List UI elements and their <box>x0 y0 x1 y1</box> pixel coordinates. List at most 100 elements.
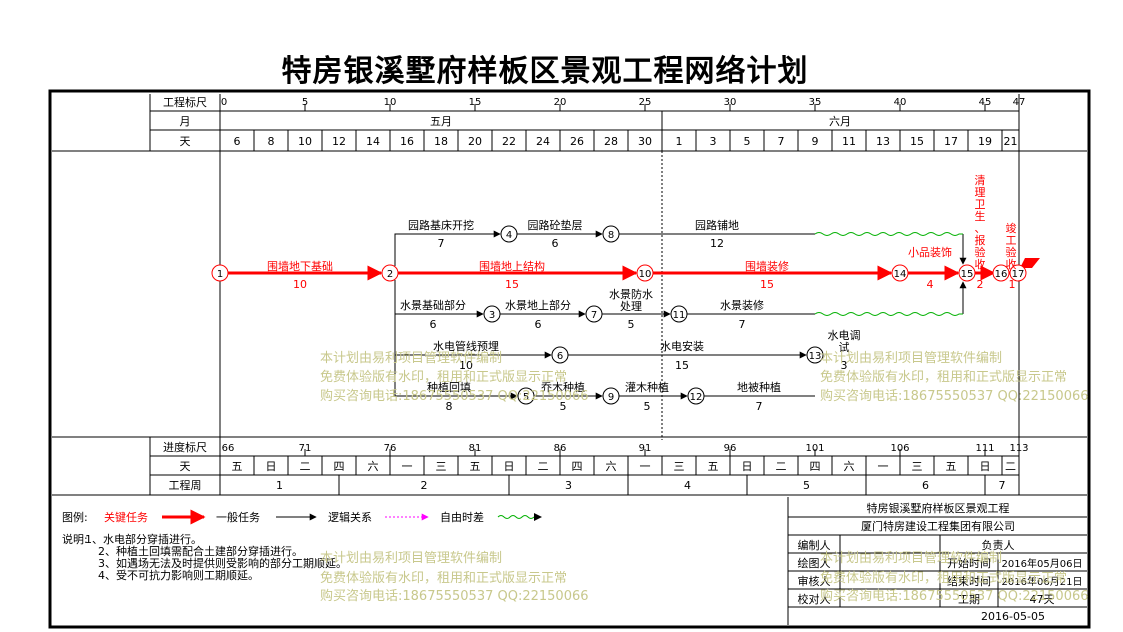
tb-company: 厦门特房建设工程集团有限公司 <box>861 519 1015 533</box>
watermark-line: 免费体验版有水印，租用和正式版显示正常 <box>320 369 567 385</box>
weekday-cell: 五 <box>470 460 481 473</box>
day-cell: 22 <box>502 135 516 148</box>
task-duration: 7 <box>739 318 746 331</box>
watermark-line: 免费体验版有水印，租用和正式版显示正常 <box>820 369 1067 385</box>
task-duration: 7 <box>756 400 763 413</box>
day-cell: 16 <box>400 135 414 148</box>
watermark-line: 本计划由易利项目管理软件编制 <box>320 351 502 366</box>
task-name: 园路铺地 <box>695 219 739 232</box>
task-labels: 围墙地下基础 10 围墙地上结构 15 围墙装修 15 小品装饰 4 2 1 园… <box>267 218 1016 413</box>
day-cell: 17 <box>944 135 958 148</box>
progress-tick-label: 106 <box>890 443 909 454</box>
notes: 说明: 1、水电部分穿插进行。 2、种植土回填需配合土建部分穿插进行。 3、如遇… <box>62 532 347 582</box>
scale-tick-label: 47 <box>1013 97 1026 108</box>
weekday-cell: 四 <box>810 460 821 473</box>
week-cell: 2 <box>421 479 428 492</box>
weekday-cell: 二 <box>776 460 787 473</box>
node-label: 6 <box>557 351 563 362</box>
task-duration: 7 <box>438 237 445 250</box>
task-name: 种植回填 <box>427 380 471 394</box>
day-cell: 3 <box>710 135 717 148</box>
tb-duration-value: 47天 <box>1030 593 1055 606</box>
task-duration: 6 <box>552 237 559 250</box>
network-node <box>500 225 518 243</box>
node-label: 3 <box>489 310 495 321</box>
finish-flag-icon <box>1020 258 1040 268</box>
scale-tick-label: 25 <box>639 97 652 108</box>
legend-logic-label: 逻辑关系 <box>328 510 372 524</box>
weekday-cell: 日 <box>980 460 991 473</box>
free-float-edges <box>814 232 963 316</box>
weekday-cell: 四 <box>572 460 583 473</box>
scale-tick-label: 0 <box>221 97 227 108</box>
node-label: 12 <box>690 392 703 403</box>
day-cell: 11 <box>842 135 856 148</box>
day-cell: 10 <box>298 135 312 148</box>
node-label: 16 <box>995 269 1008 280</box>
task-duration: 5 <box>628 318 635 331</box>
normal-edges <box>394 230 967 400</box>
node-label: 13 <box>809 351 822 362</box>
scale-tick-label: 30 <box>724 97 737 108</box>
network-node <box>958 264 976 282</box>
node-label: 9 <box>608 392 614 403</box>
day-cell: 9 <box>812 135 819 148</box>
network-node <box>483 305 501 323</box>
scale-tick-label: 15 <box>469 97 482 108</box>
weekday-cell: 日 <box>742 460 753 473</box>
task-name: 地被种植 <box>737 380 781 394</box>
network-node <box>602 387 620 405</box>
week-cell: 7 <box>999 479 1006 492</box>
tb-reviewed-by: 审核人 <box>798 574 831 588</box>
notes-label: 说明: <box>62 532 88 546</box>
network-node <box>517 387 535 405</box>
node-label: 2 <box>387 269 393 280</box>
task-duration: 2 <box>977 278 984 291</box>
day-cell: 19 <box>978 135 992 148</box>
network-node <box>891 264 909 282</box>
network-node <box>636 264 654 282</box>
week-label: 工程周 <box>169 479 202 492</box>
weekday-cell: 二 <box>1005 460 1016 473</box>
tb-start-value: 2016年05月06日 <box>1002 557 1083 570</box>
weekday-cell: 二 <box>300 460 311 473</box>
task-name: 水景装修 <box>720 298 764 312</box>
weekday-cell: 三 <box>674 460 685 473</box>
network-node <box>602 225 620 243</box>
task-duration: 1 <box>1009 278 1016 291</box>
outer-frame <box>48 89 1091 629</box>
progress-tick-label: 81 <box>469 443 482 454</box>
weekday-cell: 一 <box>878 460 889 473</box>
weekday-cell: 日 <box>266 460 277 473</box>
tb-start-label: 开始时间 <box>947 556 991 570</box>
task-name: 小品装饰 <box>908 245 952 259</box>
network-node <box>992 264 1010 282</box>
tb-end-label: 结束时间 <box>947 575 991 588</box>
task-name: 乔木种植 <box>541 380 585 394</box>
legend-float-label: 自由时差 <box>440 510 484 524</box>
task-name: 园路砼垫层 <box>528 218 583 232</box>
tb-project: 特房银溪墅府样板区景观工程 <box>867 501 1010 515</box>
weekday-cell: 一 <box>402 460 413 473</box>
watermark-line: 免费体验版有水印，租用和正式版显示正常 <box>820 570 1067 586</box>
network-node <box>687 387 705 405</box>
task-name: 清理卫生、报验收 <box>975 174 986 271</box>
network-node <box>585 305 603 323</box>
task-name: 水景防水处理 <box>609 287 653 313</box>
day-cell: 14 <box>366 135 380 148</box>
legend-label: 图例: <box>62 510 88 524</box>
day-cell: 28 <box>604 135 618 148</box>
task-duration: 5 <box>644 400 651 413</box>
weekday-cell: 六 <box>606 460 617 473</box>
weekday-cell: 六 <box>844 460 855 473</box>
progress-tick-label: 66 <box>222 443 235 454</box>
weekday-cell: 五 <box>708 460 719 473</box>
scale-tick-label: 5 <box>302 97 308 108</box>
task-name: 水景基础部分 <box>400 298 466 312</box>
day-cell: 21 <box>1004 135 1018 148</box>
task-name: 水景地上部分 <box>505 298 571 312</box>
day-cell: 18 <box>434 135 448 148</box>
